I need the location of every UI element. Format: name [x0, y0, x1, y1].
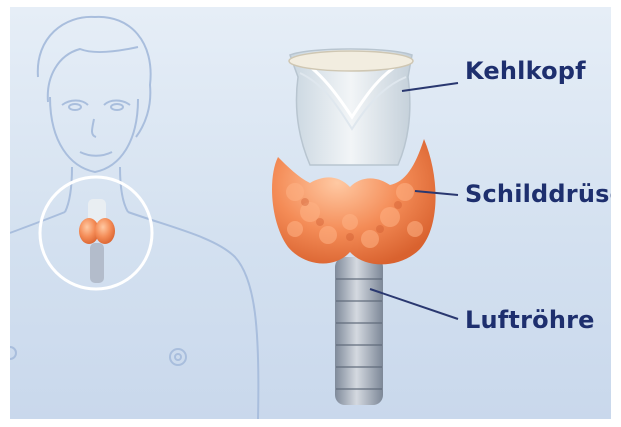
larynx	[289, 49, 413, 165]
illustration-panel: Kehlkopf Schilddrüse Luftröhre	[10, 7, 611, 419]
label-trachea: Luftröhre	[465, 306, 595, 334]
label-larynx: Kehlkopf	[465, 57, 586, 85]
label-thyroid: Schilddrüse	[465, 180, 611, 208]
body-outline	[10, 17, 258, 419]
trachea	[335, 257, 383, 405]
small-thyroid	[79, 199, 115, 283]
